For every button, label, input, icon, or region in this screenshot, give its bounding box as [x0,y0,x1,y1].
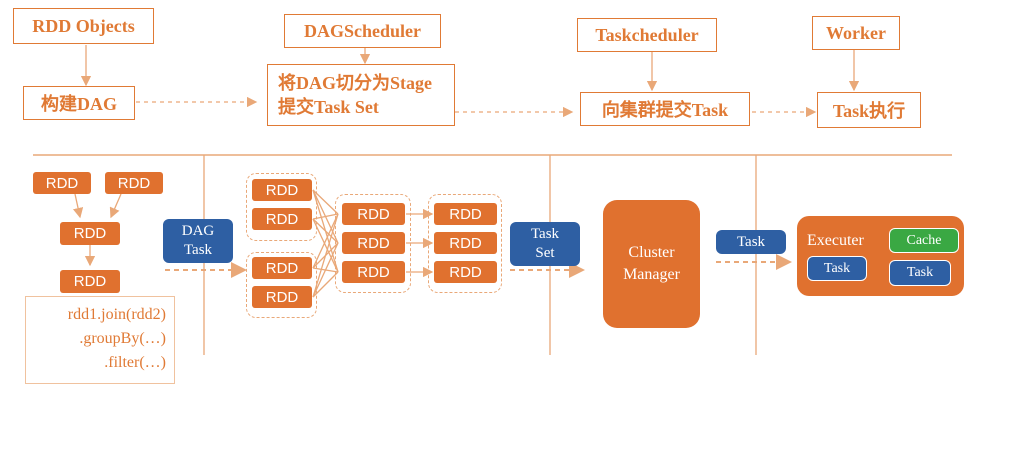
rdd-node: RDD [252,286,312,308]
dag-task-line2: Task [183,242,213,258]
rdd-node: RDD [434,261,497,283]
header-task-scheduler: Taskcheduler [577,18,717,52]
task-set-line1: Task [530,226,560,242]
rdd-node: RDD [60,270,120,293]
executer-label: Executer [807,232,864,249]
task-box: Task [716,230,786,254]
header-worker: Worker [812,16,900,50]
stage-group [335,194,411,293]
cluster-manager-line1: Cluster [628,244,675,261]
executer-task: Task [807,256,867,281]
rdd-node: RDD [105,172,163,194]
rdd-node: RDD [252,179,312,201]
header-rdd-objects: RDD Objects [13,8,154,44]
rdd-node: RDD [342,261,405,283]
task-set-box: Task Set [510,222,580,266]
rdd-node: RDD [60,222,120,245]
rdd-node: RDD [252,257,312,279]
code-line: .groupBy(…) [79,330,166,347]
dag-task-line1: DAG [181,223,215,239]
dag-task-box: DAG Task [163,219,233,263]
task-set-line2: Set [535,245,555,261]
code-line: rdd1.join(rdd2) [67,306,166,323]
rdd-node: RDD [434,232,497,254]
cluster-manager-line2: Manager [623,266,680,283]
stage-group [246,173,317,241]
stage-group [246,252,317,318]
executer-task: Task [889,260,951,286]
rdd-node: RDD [33,172,91,194]
rdd-node: RDD [434,203,497,225]
step-split-stage: 将DAG切分为Stage 提交Task Set [267,64,455,126]
code-snippet: rdd1.join(rdd2) .groupBy(…) .filter(…) [25,296,175,384]
rdd-node: RDD [342,232,405,254]
rdd-node: RDD [252,208,312,230]
code-line: .filter(…) [104,354,166,371]
cluster-manager-box: Cluster Manager [603,200,700,328]
rdd-node: RDD [342,203,405,225]
executer-box: Executer Cache Task Task [797,216,964,296]
step-split-line2: 提交Task Set [278,97,379,117]
step-split-line1: 将DAG切分为Stage [278,73,432,93]
header-dag-scheduler: DAGScheduler [284,14,441,48]
cache-box: Cache [889,228,959,253]
step-submit-cluster: 向集群提交Task [580,92,750,126]
step-task-exec: Task执行 [817,92,921,128]
stage-group [428,194,502,293]
step-build-dag: 构建DAG [23,86,135,120]
